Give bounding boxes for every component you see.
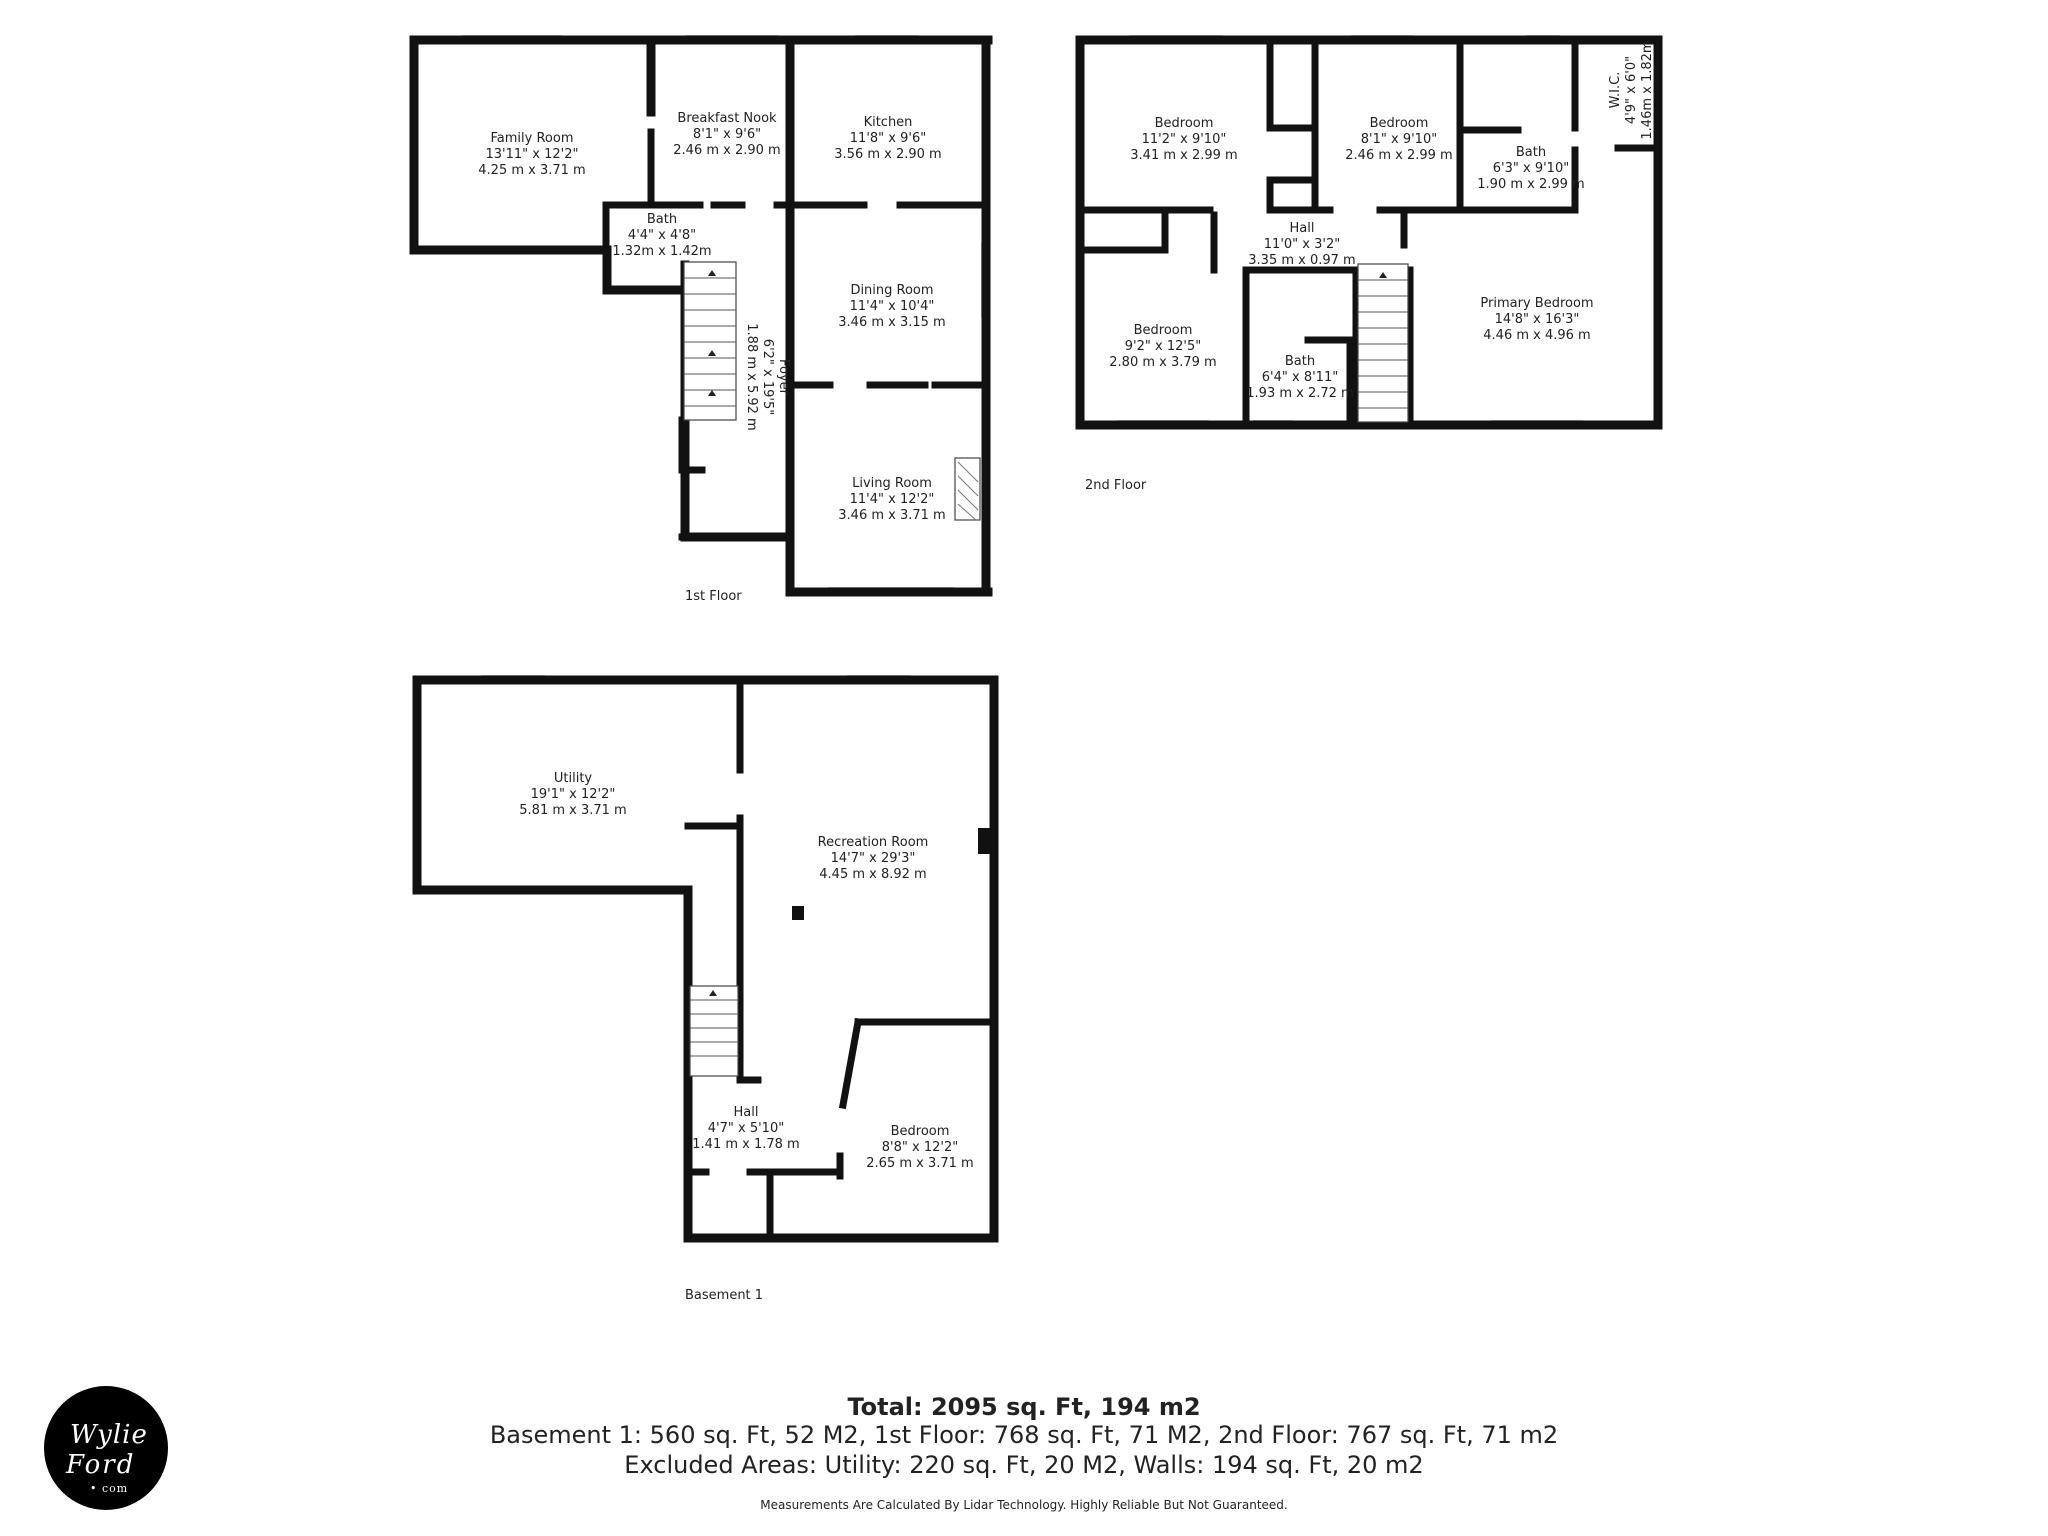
svg-text:2.65 m x 3.71 m: 2.65 m x 3.71 m	[866, 1156, 973, 1171]
svg-text:W.I.C.: W.I.C.	[1608, 72, 1623, 109]
room-foyer: Foyer 6'2" x 19'5" 1.88 m x 5.92 m	[744, 323, 791, 430]
room-basement-bedroom: Bedroom 8'8" x 12'2" 2.65 m x 3.71 m	[866, 1124, 973, 1171]
room-utility: Utility 19'1" x 12'2" 5.81 m x 3.71 m	[519, 771, 626, 818]
basement-plan	[412, 675, 999, 1243]
wylie-ford-logo: Wylie Ford • com	[44, 1386, 168, 1510]
room-bedroom-sw: Bedroom 9'2" x 12'5" 2.80 m x 3.79 m	[1109, 323, 1216, 370]
svg-text:14'7" x 29'3": 14'7" x 29'3"	[831, 851, 916, 866]
svg-text:19'1" x 12'2": 19'1" x 12'2"	[531, 787, 616, 802]
svg-text:4'7" x 5'10": 4'7" x 5'10"	[708, 1121, 784, 1136]
svg-text:Primary Bedroom: Primary Bedroom	[1480, 296, 1593, 311]
svg-text:1.32m x 1.42m: 1.32m x 1.42m	[612, 244, 711, 259]
room-second-bath-s: Bath 6'4" x 8'11" 1.93 m x 2.72 m	[1246, 354, 1353, 401]
svg-text:4.46 m x 4.96 m: 4.46 m x 4.96 m	[1483, 328, 1590, 343]
svg-text:11'8" x 9'6": 11'8" x 9'6"	[850, 131, 926, 146]
room-breakfast-nook: Breakfast Nook 8'1" x 9'6" 2.46 m x 2.90…	[673, 111, 780, 158]
room-first-bath: Bath 4'4" x 4'8" 1.32m x 1.42m	[612, 212, 711, 259]
svg-text:8'8" x 12'2": 8'8" x 12'2"	[882, 1140, 958, 1155]
svg-text:Bedroom: Bedroom	[1370, 116, 1429, 131]
svg-text:13'11" x 12'2": 13'11" x 12'2"	[486, 147, 579, 162]
disclaimer: Measurements Are Calculated By Lidar Tec…	[760, 1498, 1288, 1512]
svg-text:11'0" x 3'2": 11'0" x 3'2"	[1264, 237, 1340, 252]
svg-text:Hall: Hall	[1290, 221, 1315, 236]
room-basement-hall: Hall 4'7" x 5'10" 1.41 m x 1.78 m	[692, 1105, 799, 1152]
room-living-room: Living Room 11'4" x 12'2" 3.46 m x 3.71 …	[838, 476, 945, 523]
svg-text:Bedroom: Bedroom	[891, 1124, 950, 1139]
svg-text:1.90 m x 2.99 m: 1.90 m x 2.99 m	[1477, 177, 1584, 192]
svg-text:Foyer: Foyer	[776, 359, 791, 396]
svg-text:Dining Room: Dining Room	[850, 283, 933, 298]
room-family-room: Family Room 13'11" x 12'2" 4.25 m x 3.71…	[478, 131, 585, 178]
svg-text:Kitchen: Kitchen	[864, 115, 913, 130]
svg-text:Living Room: Living Room	[852, 476, 932, 491]
floor-area-breakdown: Basement 1: 560 sq. Ft, 52 M2, 1st Floor…	[489, 1421, 1559, 1449]
svg-text:8'1" x 9'10": 8'1" x 9'10"	[1361, 132, 1437, 147]
svg-text:8'1" x 9'6": 8'1" x 9'6"	[693, 127, 761, 142]
room-walk-in-closet: W.I.C. 4'9" x 6'0" 1.46m x 1.82m	[1608, 40, 1655, 139]
svg-text:9'2" x 12'5": 9'2" x 12'5"	[1125, 339, 1201, 354]
svg-text:11'4" x 12'2": 11'4" x 12'2"	[850, 492, 935, 507]
room-bedroom-nw: Bedroom 11'2" x 9'10" 3.41 m x 2.99 m	[1130, 116, 1237, 163]
svg-text:Breakfast Nook: Breakfast Nook	[677, 111, 777, 126]
svg-text:5.81 m x 3.71 m: 5.81 m x 3.71 m	[519, 803, 626, 818]
first-floor-label: 1st Floor	[685, 589, 742, 604]
svg-text:1.46m x 1.82m: 1.46m x 1.82m	[1640, 40, 1655, 139]
room-second-bath-ne: Bath 6'3" x 9'10" 1.90 m x 2.99 m	[1477, 145, 1584, 192]
svg-text:4'9" x 6'0": 4'9" x 6'0"	[1624, 56, 1639, 124]
svg-text:Bath: Bath	[1516, 145, 1546, 160]
svg-text:6'3" x 9'10": 6'3" x 9'10"	[1493, 161, 1569, 176]
svg-text:3.35 m x 0.97 m: 3.35 m x 0.97 m	[1248, 253, 1355, 268]
svg-text:6'4" x 8'11": 6'4" x 8'11"	[1262, 370, 1338, 385]
svg-text:3.46 m x 3.15 m: 3.46 m x 3.15 m	[838, 315, 945, 330]
svg-text:Utility: Utility	[554, 771, 593, 786]
excluded-areas: Excluded Areas: Utility: 220 sq. Ft, 20 …	[624, 1451, 1424, 1479]
svg-text:11'2" x 9'10": 11'2" x 9'10"	[1142, 132, 1227, 147]
svg-text:Bedroom: Bedroom	[1155, 116, 1214, 131]
svg-text:Bath: Bath	[1285, 354, 1315, 369]
svg-text:Recreation Room: Recreation Room	[818, 835, 929, 850]
room-recreation-room: Recreation Room 14'7" x 29'3" 4.45 m x 8…	[818, 835, 929, 882]
svg-text:Bath: Bath	[647, 212, 677, 227]
svg-text:Bedroom: Bedroom	[1134, 323, 1193, 338]
svg-text:2.46 m x 2.90 m: 2.46 m x 2.90 m	[673, 143, 780, 158]
second-floor-label: 2nd Floor	[1085, 478, 1147, 493]
room-dining-room: Dining Room 11'4" x 10'4" 3.46 m x 3.15 …	[838, 283, 945, 330]
svg-text:3.46 m x 3.71 m: 3.46 m x 3.71 m	[838, 508, 945, 523]
svg-text:11'4" x 10'4": 11'4" x 10'4"	[850, 299, 935, 314]
floor-plan: Family Room 13'11" x 12'2" 4.25 m x 3.71…	[409, 35, 1663, 1303]
svg-text:14'8" x 16'3": 14'8" x 16'3"	[1495, 312, 1580, 327]
room-kitchen: Kitchen 11'8" x 9'6" 3.56 m x 2.90 m	[834, 115, 941, 162]
room-bedroom-n: Bedroom 8'1" x 9'10" 2.46 m x 2.99 m	[1345, 116, 1452, 163]
basement-stairs	[689, 985, 739, 1077]
svg-text:3.41 m x 2.99 m: 3.41 m x 2.99 m	[1130, 148, 1237, 163]
svg-text:1.41 m x 1.78 m: 1.41 m x 1.78 m	[692, 1137, 799, 1152]
second-floor-stairs	[1357, 263, 1409, 423]
first-floor-plan	[409, 35, 993, 597]
svg-text:1.93 m x 2.72 m: 1.93 m x 2.72 m	[1246, 386, 1353, 401]
room-second-hall: Hall 11'0" x 3'2" 3.35 m x 0.97 m	[1248, 221, 1355, 268]
svg-text:1.88 m x 5.92 m: 1.88 m x 5.92 m	[744, 323, 759, 430]
first-floor-stairs	[683, 261, 737, 421]
svg-text:Hall: Hall	[734, 1105, 759, 1120]
svg-text:Family Room: Family Room	[491, 131, 574, 146]
svg-text:4'4" x 4'8": 4'4" x 4'8"	[628, 228, 696, 243]
svg-text:4.25 m x 3.71 m: 4.25 m x 3.71 m	[478, 163, 585, 178]
total-area: Total: 2095 sq. Ft, 194 m2	[847, 1393, 1201, 1421]
second-floor-plan	[1075, 35, 1663, 430]
basement-label: Basement 1	[685, 1288, 763, 1303]
room-primary-bedroom: Primary Bedroom 14'8" x 16'3" 4.46 m x 4…	[1480, 296, 1593, 343]
svg-text:2.46 m x 2.99 m: 2.46 m x 2.99 m	[1345, 148, 1452, 163]
svg-text:3.56 m x 2.90 m: 3.56 m x 2.90 m	[834, 147, 941, 162]
svg-text:2.80 m x 3.79 m: 2.80 m x 3.79 m	[1109, 355, 1216, 370]
svg-text:4.45 m x 8.92 m: 4.45 m x 8.92 m	[819, 867, 926, 882]
svg-text:6'2" x 19'5": 6'2" x 19'5"	[760, 339, 775, 415]
